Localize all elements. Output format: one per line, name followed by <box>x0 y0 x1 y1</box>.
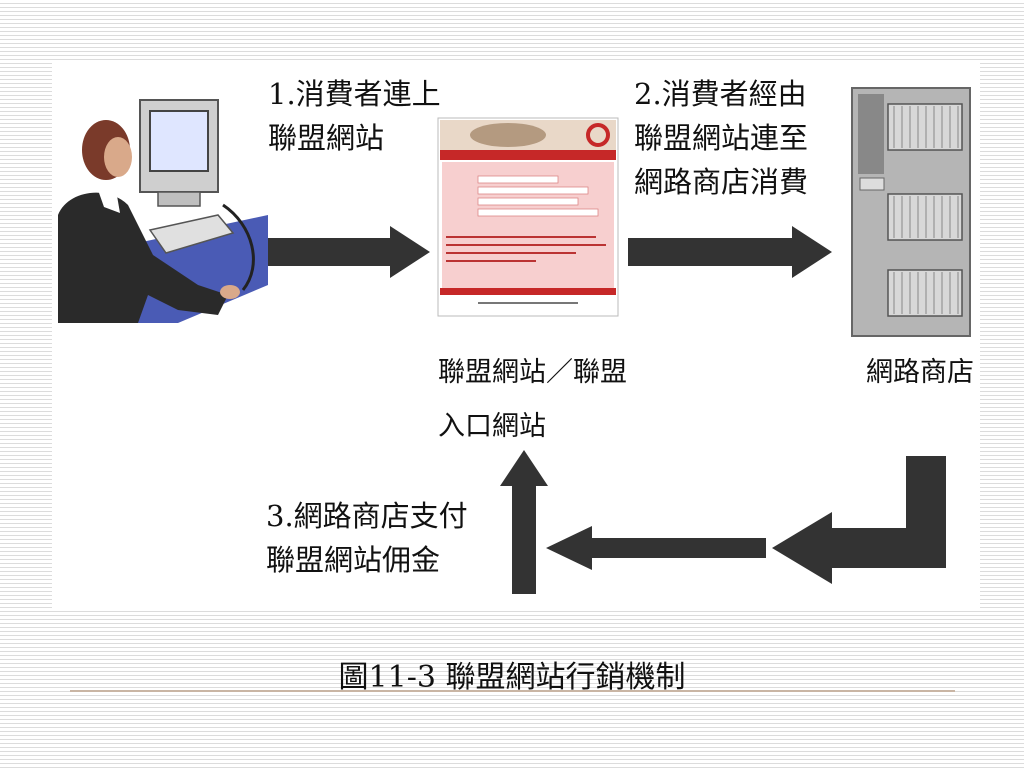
step1-line2: 聯盟網站 <box>268 121 385 155</box>
arrow-up-to-affiliate <box>500 450 548 594</box>
step1-line1: 1.消費者連上 <box>268 77 441 111</box>
step2-line1: 2.消費者經由 <box>634 77 807 111</box>
step3-line1: 3.網路商店支付 <box>266 499 468 533</box>
online-store-server-icon <box>848 84 974 340</box>
consumer-computer-icon <box>58 95 268 323</box>
step2-label: 2.消費者經由 聯盟網站連至 網路商店消費 <box>634 72 808 204</box>
step1-label: 1.消費者連上 聯盟網站 <box>268 72 441 160</box>
affiliate-site-label: 聯盟網站／聯盟 入口網站 <box>438 346 627 454</box>
step3-line2: 聯盟網站佣金 <box>266 543 441 577</box>
figure-caption: 圖11-3 聯盟網站行銷機制 <box>338 660 686 695</box>
arrow-store-return <box>772 456 946 584</box>
step2-line3: 網路商店消費 <box>634 165 809 199</box>
arrow-payment-left <box>546 526 766 570</box>
affiliate-site-label-line1: 聯盟網站／聯盟 <box>438 357 627 388</box>
affiliate-site-page-icon <box>437 117 619 317</box>
online-store-label: 網路商店 <box>866 357 974 388</box>
caption-divider <box>70 690 955 692</box>
step2-line2: 聯盟網站連至 <box>634 121 809 155</box>
affiliate-site-label-line2: 入口網站 <box>438 411 546 442</box>
arrow-consumer-to-affiliate <box>268 226 430 278</box>
arrow-affiliate-to-store <box>628 226 832 278</box>
step3-label: 3.網路商店支付 聯盟網站佣金 <box>266 494 468 582</box>
